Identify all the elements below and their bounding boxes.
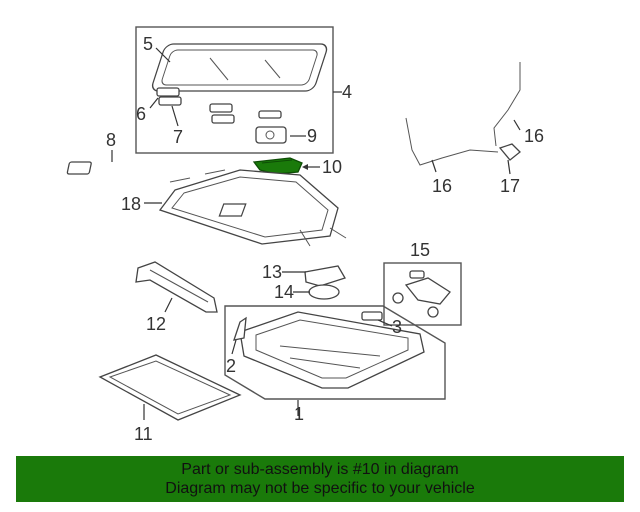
assembly-box-1: [224, 305, 446, 400]
assembly-box-15: [383, 262, 462, 326]
stop-part[interactable]: [361, 311, 383, 321]
glass-bracket-part[interactable]: [156, 87, 282, 124]
glass-panel-part[interactable]: [150, 43, 328, 92]
parts-diagram: 5 4 6 7 9 8 10 18 16 16 17 15 13 14 12 3…: [66, 26, 544, 444]
callout-2: 2: [226, 356, 236, 376]
leader-lines: [111, 47, 521, 420]
callout-1: 1: [294, 404, 304, 424]
drain-hose-part[interactable]: [405, 62, 521, 166]
callout-10: 10: [322, 157, 342, 177]
sunroof-frame-part[interactable]: [239, 311, 425, 389]
callout-labels: 5 4 6 7 9 8 10 18 16 16 17 15 13 14 12 3…: [106, 34, 544, 444]
seal-clip-part[interactable]: [66, 161, 92, 175]
seal-part[interactable]: [98, 354, 242, 421]
assembly-box-4: [135, 26, 334, 154]
motor-assembly-part[interactable]: [392, 270, 451, 318]
callout-14: 14: [274, 282, 294, 302]
drain-tube-part[interactable]: [233, 316, 247, 341]
front-rail-part[interactable]: [135, 261, 218, 313]
motor-bracket-part[interactable]: [304, 265, 346, 287]
callout-17: 17: [500, 176, 520, 196]
callout-7: 7: [173, 127, 183, 147]
banner-line-1: Part or sub-assembly is #10 in diagram: [181, 461, 459, 478]
callout-8: 8: [106, 130, 116, 150]
callout-4: 4: [342, 82, 352, 102]
callout-11: 11: [134, 424, 153, 444]
info-banner: Part or sub-assembly is #10 in diagram D…: [16, 456, 624, 502]
callout-3: 3: [392, 317, 402, 337]
motor-part[interactable]: [308, 284, 340, 300]
callout-16a: 16: [432, 176, 452, 196]
guide-clip-part[interactable]: [255, 126, 287, 144]
callout-15: 15: [410, 240, 430, 260]
banner-line-2: Diagram may not be specific to your vehi…: [165, 480, 475, 497]
hose-joint-part[interactable]: [498, 143, 521, 161]
callout-9: 9: [307, 126, 317, 146]
callout-12: 12: [146, 314, 166, 334]
callout-6: 6: [136, 104, 146, 124]
highlighted-part-10[interactable]: [252, 157, 303, 175]
callout-18: 18: [121, 194, 141, 214]
callout-13: 13: [262, 262, 282, 282]
callout-5: 5: [143, 34, 153, 54]
sunshade-part[interactable]: [158, 169, 347, 247]
callout-16b: 16: [524, 126, 544, 146]
